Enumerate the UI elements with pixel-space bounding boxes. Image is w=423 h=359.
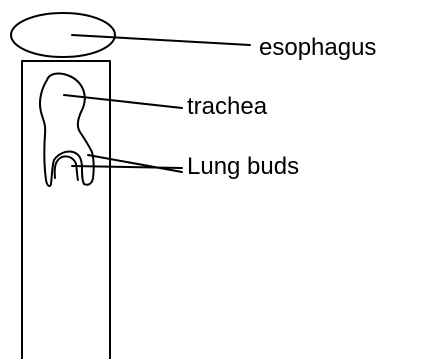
esophagus-oval <box>11 13 115 57</box>
lung-buds-leader-line-upper <box>88 155 182 172</box>
trachea-leader-line <box>64 95 182 108</box>
lung-bud-inner-contour <box>55 156 78 180</box>
trachea-label: trachea <box>187 95 267 119</box>
foregut-tube <box>22 61 110 359</box>
esophagus-label: esophagus <box>259 36 376 60</box>
lung-buds-label: Lung buds <box>187 155 299 179</box>
trachea-outline <box>40 73 94 186</box>
lung-buds-leader-line-lower <box>72 166 182 168</box>
esophagus-leader-line <box>72 35 250 45</box>
